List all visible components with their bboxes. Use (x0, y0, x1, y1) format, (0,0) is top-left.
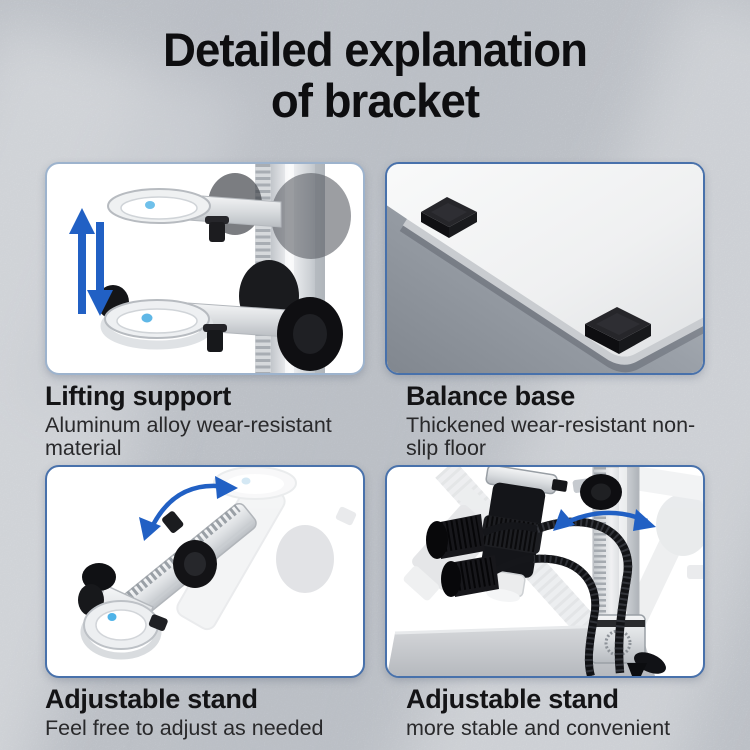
feature-lifting-support: Lifting support Aluminum alloy wear-resi… (45, 162, 375, 460)
page-title-line2: of bracket (270, 74, 480, 127)
feature-heading: Lifting support (45, 381, 231, 411)
ghost-stand-position (176, 467, 357, 631)
balance-base-illustration (387, 164, 703, 373)
feature-description: Thickened wear-resistant non-slip floor (406, 413, 696, 460)
feature-heading: Balance base (406, 381, 575, 411)
page-title: Detailed explanation of bracket (11, 24, 739, 126)
gooseneck-lamps (481, 517, 633, 676)
feature-balance-base: Balance base Thickened wear-resistant no… (385, 162, 715, 460)
bottom-holder-bracket (97, 260, 343, 371)
balance-base-caption: Balance base Thickened wear-resistant no… (385, 381, 715, 460)
feature-description: Feel free to adjust as needed (45, 716, 324, 740)
lifting-support-photo (45, 162, 365, 375)
adjustable-stand-left-caption: Adjustable stand Feel free to adjust as … (45, 684, 375, 740)
lifting-support-caption: Lifting support Aluminum alloy wear-resi… (45, 381, 375, 460)
down-arrow-icon (87, 222, 113, 316)
microscope-stand-illustration (387, 467, 703, 676)
feature-adjustable-stand-left: Adjustable stand Feel free to adjust as … (45, 465, 375, 740)
lifting-support-illustration (69, 164, 351, 373)
feature-adjustable-stand-right: Adjustable stand more stable and conveni… (385, 465, 715, 740)
adjustable-stand-illustration (78, 467, 357, 660)
microscope-stand-photo (385, 465, 705, 678)
feature-description: Aluminum alloy wear-resistant material (45, 413, 332, 460)
adjustable-stand-right-caption: Adjustable stand more stable and conveni… (385, 684, 715, 740)
rubber-foot-bottom-right (585, 307, 651, 354)
lamp-heads (426, 514, 499, 597)
up-arrow-icon (69, 208, 95, 314)
feature-heading: Adjustable stand (45, 684, 258, 714)
adjustable-stand-photo (45, 465, 365, 678)
feature-description: more stable and convenient (406, 716, 671, 740)
rotate-arrow-icon (553, 509, 656, 531)
rubber-foot-top-left (421, 197, 477, 238)
top-holder-bracket (107, 173, 351, 259)
top-knob (572, 474, 622, 510)
holder-ring (80, 600, 168, 660)
feature-heading: Adjustable stand (406, 684, 619, 714)
page-title-line1: Detailed explanation (163, 23, 588, 76)
balance-base-photo (385, 162, 705, 375)
rotate-arrow-icon (139, 476, 238, 541)
